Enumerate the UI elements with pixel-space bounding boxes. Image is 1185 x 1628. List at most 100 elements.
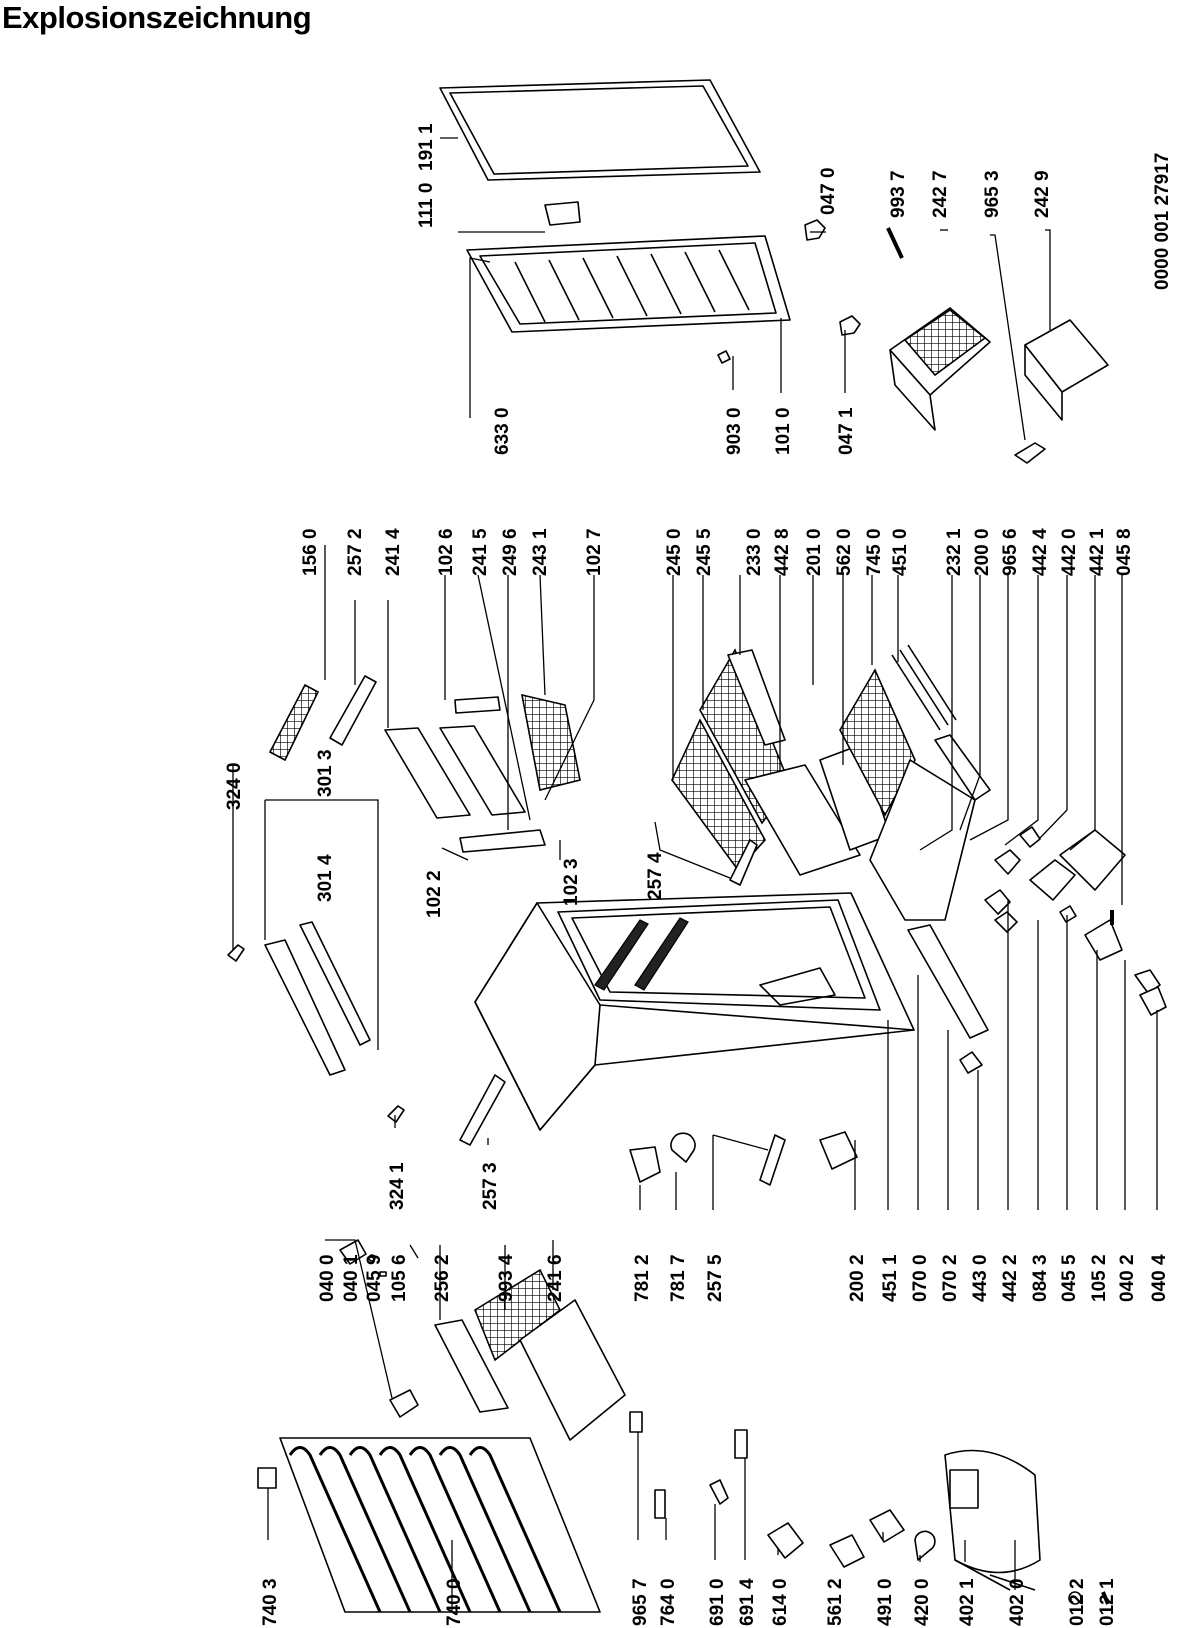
label-257-3: 257 3	[480, 1162, 501, 1210]
label-102-2: 102 2	[424, 870, 445, 918]
label-105-2: 105 2	[1089, 1254, 1110, 1302]
label-561-2: 561 2	[825, 1578, 846, 1626]
label-233-0: 233 0	[744, 528, 765, 576]
label-993-7: 993 7	[888, 170, 909, 218]
parts-drawings	[227, 79, 1167, 1613]
part-105-6-drawing	[379, 1271, 387, 1277]
part-012-1-drawing	[1101, 1591, 1110, 1605]
label-040-4: 040 4	[1149, 1254, 1170, 1302]
controls-drawing	[984, 826, 1167, 1016]
label-232-1: 232 1	[944, 528, 965, 576]
part-965-7-drawing	[629, 1411, 643, 1433]
label-993-4: 993 4	[496, 1254, 517, 1302]
part-301-3-drawing	[264, 939, 346, 1076]
label-045-8: 045 8	[1114, 528, 1135, 576]
part-257-4-drawing	[729, 839, 758, 886]
label-491-0: 491 0	[875, 1578, 896, 1626]
label-257-5: 257 5	[705, 1254, 726, 1302]
label-045-5: 045 5	[1059, 1254, 1080, 1302]
label-633-0: 633 0	[492, 407, 513, 455]
shelf-156-0-drawing	[268, 683, 320, 762]
compressor-drawing	[944, 1449, 1041, 1591]
part-301-4-drawing	[299, 921, 371, 1046]
label-047-0: 047 0	[818, 167, 839, 215]
label-111-0: 111 0	[416, 183, 437, 228]
label-740-0: 740 0	[444, 1578, 465, 1626]
label-442-2: 442 2	[1000, 1254, 1021, 1302]
part-257-5-drawing	[759, 1134, 786, 1186]
label-451-1: 451 1	[880, 1254, 901, 1302]
bracket-047-0-drawing	[804, 219, 826, 241]
part-561-2-drawing	[829, 1534, 865, 1568]
label-420-0: 420 0	[912, 1578, 933, 1626]
document-number: 0000 001 27917	[1152, 153, 1173, 290]
label-245-0: 245 0	[664, 528, 685, 576]
part-241-6-drawing	[519, 1299, 626, 1441]
door-gasket-drawing	[439, 79, 761, 181]
label-324-0: 324 0	[224, 762, 245, 810]
label-156-0: 156 0	[300, 528, 321, 576]
part-233-0-drawing	[727, 649, 786, 746]
part-781-7-drawing	[670, 1132, 696, 1163]
label-200-0: 200 0	[972, 528, 993, 576]
evaporator-drawing	[839, 668, 916, 817]
label-301-3: 301 3	[315, 749, 336, 797]
label-781-2: 781 2	[632, 1254, 653, 1302]
label-241-6: 241 6	[545, 1254, 566, 1302]
label-070-0: 070 0	[910, 1254, 931, 1302]
label-101-0: 101 0	[773, 407, 794, 455]
label-301-4: 301 4	[315, 854, 336, 902]
label-105-6: 105 6	[389, 1254, 410, 1302]
screw-903-drawing	[717, 350, 731, 364]
part-045-9-drawing	[368, 1254, 376, 1262]
label-903-0: 903 0	[724, 407, 745, 455]
part-324-0-drawing	[227, 944, 245, 962]
label-451-0: 451 0	[890, 528, 911, 576]
label-764-0: 764 0	[658, 1578, 679, 1626]
part-012-2-drawing	[1068, 1591, 1082, 1605]
part-256-2-drawing	[434, 1319, 509, 1413]
part-764-0-drawing	[654, 1489, 666, 1519]
label-781-7: 781 7	[668, 1254, 689, 1302]
label-245-5: 245 5	[694, 528, 715, 576]
part-691-0-drawing	[709, 1479, 729, 1505]
label-402-0: 402 0	[1007, 1578, 1028, 1626]
label-562-0: 562 0	[834, 528, 855, 576]
part-070-0-drawing	[907, 924, 989, 1039]
label-324-1: 324 1	[387, 1162, 408, 1210]
label-012-1: 012 1	[1097, 1578, 1118, 1626]
label-040-2: 040 2	[1117, 1254, 1138, 1302]
label-241-5: 241 5	[470, 528, 491, 576]
part-491-0-drawing	[869, 1509, 905, 1543]
part-691-4-drawing	[734, 1429, 748, 1459]
part-614-0-drawing	[767, 1522, 804, 1559]
label-614-0: 614 0	[770, 1578, 791, 1626]
label-691-0: 691 0	[707, 1578, 728, 1626]
door-hinge-drawing	[544, 201, 581, 226]
label-040-0: 040 0	[317, 1254, 338, 1302]
part-070-2-drawing	[959, 1051, 983, 1074]
label-201-0: 201 0	[804, 528, 825, 576]
door-shelves-drawing	[384, 693, 581, 853]
label-070-2: 070 2	[940, 1254, 961, 1302]
label-242-9: 242 9	[1032, 170, 1053, 218]
label-965-7: 965 7	[630, 1578, 651, 1626]
label-442-1: 442 1	[1087, 528, 1108, 576]
label-442-4: 442 4	[1030, 528, 1051, 576]
label-740-3: 740 3	[260, 1578, 281, 1626]
leader-lines	[232, 137, 1158, 1612]
label-691-4: 691 4	[737, 1578, 758, 1626]
tray-200-0-drawing	[869, 759, 976, 921]
part-451-0-drawing	[891, 644, 957, 731]
label-047-1: 047 1	[836, 407, 857, 455]
part-965-3-drawing	[1014, 442, 1046, 464]
bracket-047-1-drawing	[839, 315, 861, 336]
label-191-1: 191 1	[416, 123, 437, 171]
part-200-2-drawing	[819, 1131, 858, 1170]
label-442-0: 442 0	[1059, 528, 1080, 576]
label-102-3: 102 3	[561, 858, 582, 906]
part-257-3-drawing	[459, 1074, 506, 1146]
label-257-4: 257 4	[645, 852, 666, 900]
label-965-3: 965 3	[982, 170, 1003, 218]
part-740-3-drawing	[257, 1467, 277, 1489]
